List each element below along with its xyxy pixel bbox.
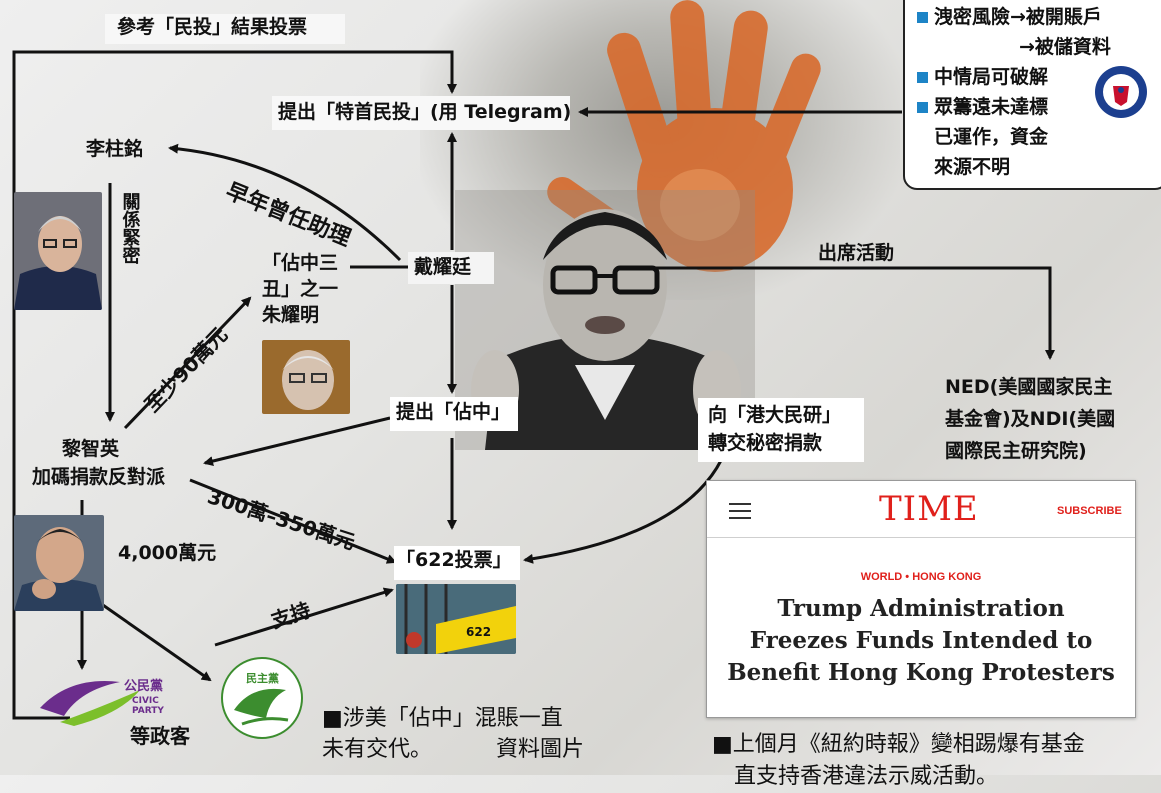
legend-bullet-4 [917,102,928,113]
ned-label-3: 國際民主研究院) [945,440,1087,462]
left-caption-credit: 資料圖片 [496,737,585,762]
hkupop-label-2: 轉交秘密捐款 [708,432,823,454]
occupy-label: 提出「佔中」 [396,401,511,423]
amount-40m-label: 4,000萬元 [118,542,217,564]
jimmy-lai-sub-label: 加碼捐款反對派 [32,466,166,488]
jimmy-lai-label: 黎智英 [62,438,120,460]
lee-cheuk-yan-photo [14,192,102,310]
legend-line-4: 眾籌遠未達標 [917,92,1048,119]
ce-vote-label: 提出「特首民投」(用 Telegram) [278,101,572,123]
left-caption-line-1: ■涉美「佔中」混賬一直 [322,706,563,731]
vote-622-box [394,546,520,580]
hkupop-box [698,398,864,462]
legend-bullet-1 [917,12,928,23]
close-relation-label: 關係緊密 [119,192,141,264]
chu-yiu-ming-photo [262,340,350,414]
referendum-ref-box [105,14,345,44]
democratic-party-text: 民主黨 [246,671,279,685]
time-card-divider [707,537,1135,538]
attend-events-label: 出席活動 [818,242,895,264]
vote-622-photo: 622 [396,584,516,654]
politicians-label: 等政客 [130,724,190,748]
clowns-label-1: 「佔中三 [262,252,339,274]
legend-line-2: →被儲資料 [1019,36,1111,58]
ce-vote-box [272,96,570,130]
civic-party-en2: PARTY [132,706,164,716]
occupy-box [390,397,518,431]
legend-line-5: 已運作，資金 [934,126,1049,148]
ned-label-2: 基金會)及NDI(美國 [945,408,1116,430]
legend-line-3: 中情局可破解 [917,62,1048,89]
legend-bullet-3 [917,72,928,83]
benny-tai-box [408,252,494,284]
right-caption-line-1: ■上個月《紐約時報》變相踢爆有基金 [712,732,1085,757]
clowns-label-2: 丑」之一 [262,278,339,300]
jimmy-lai-photo [14,515,104,611]
menu-icon[interactable] [729,503,751,519]
time-logo[interactable]: TIME [879,489,979,529]
benny-tai-label: 戴耀廷 [414,256,472,278]
lee-cheuk-yan-label: 李柱銘 [86,138,144,160]
legend-line-1: 洩密風險→被開賬戶 [917,2,1102,29]
ned-label-1: NED(美國國家民主 [945,376,1113,398]
vote-622-label: 「622投票」 [396,549,512,571]
cia-seal-icon [1095,66,1147,118]
hkupop-label-1: 向「港大民研」 [708,404,842,426]
civic-party-logo: 公民黨 CIVIC PARTY [40,678,164,726]
risk-legend-box: 洩密風險→被開賬戶 →被儲資料 中情局可破解 眾籌遠未達標 已運作，資金 來源不… [903,0,1161,190]
chu-yiu-ming-label: 朱耀明 [262,304,320,326]
article-section[interactable]: WORLD • HONG KONG [860,571,982,583]
left-caption-line-2: 未有交代。 [322,737,433,762]
right-caption-line-2: 直支持香港違法示威活動。 [734,764,999,789]
civic-party-cn: 公民黨 [124,678,163,694]
time-article-card: TIME SUBSCRIBE WORLD • HONG KONG Trump A… [706,480,1136,718]
article-headline-1[interactable]: Trump Administration [777,595,1065,622]
referendum-ref-label: 參考「民投」結果投票 [117,16,308,38]
banner-622-text: 622 [466,625,491,639]
article-headline-2[interactable]: Freezes Funds Intended to [749,627,1093,654]
legend-line-6: 來源不明 [934,156,1011,178]
article-headline-3[interactable]: Benefit Hong Kong Protesters [727,659,1115,686]
democratic-party-logo: 民主黨 [221,657,303,739]
civic-party-en1: CIVIC [132,696,159,706]
subscribe-link[interactable]: SUBSCRIBE [1057,505,1122,517]
